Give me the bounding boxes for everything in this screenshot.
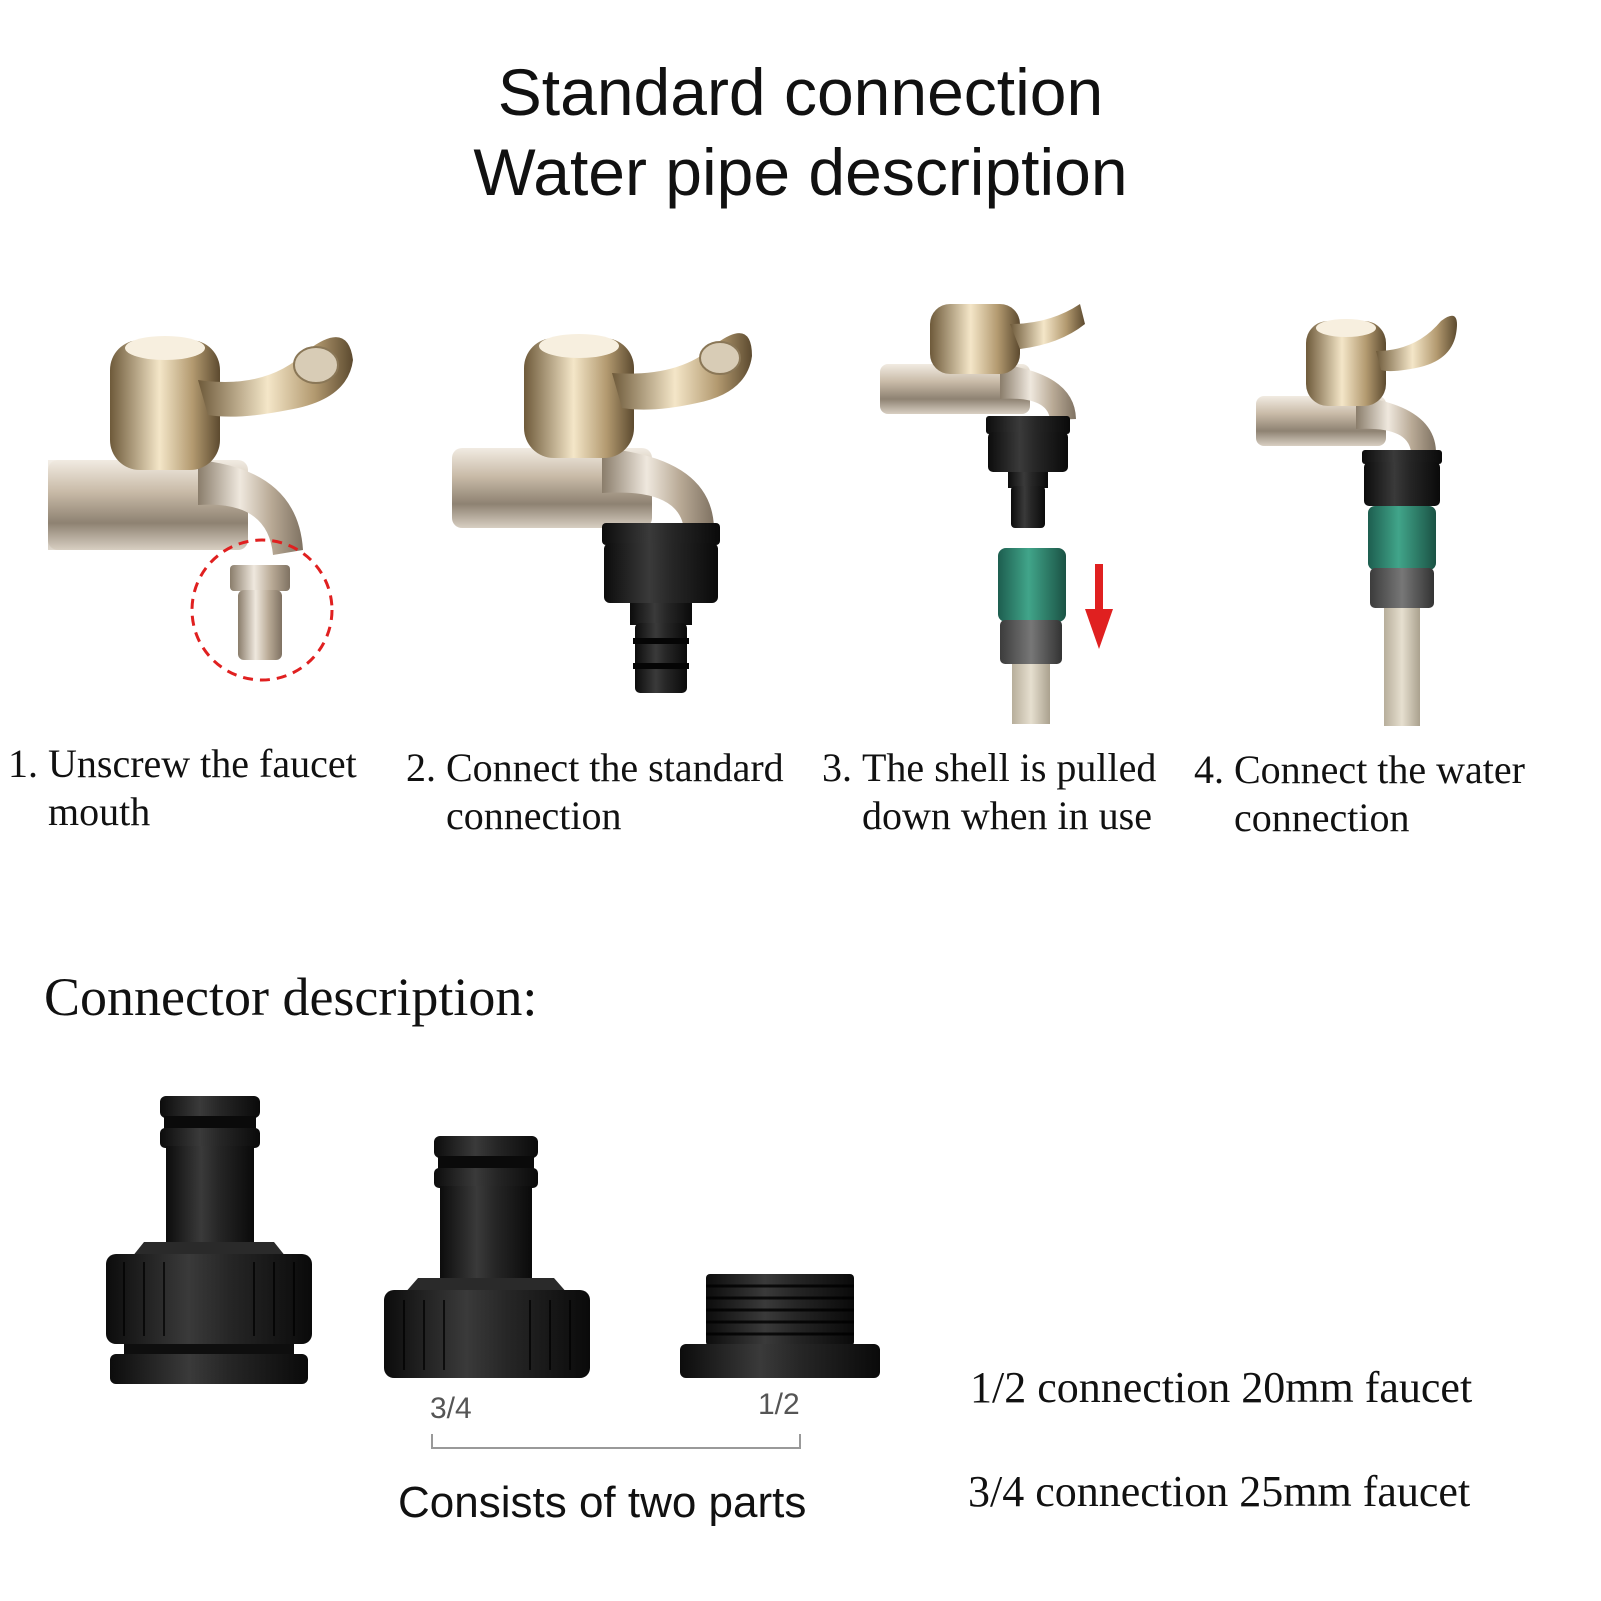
faucet-step-3-image — [880, 304, 1113, 724]
size-label-34: 3/4 — [430, 1392, 472, 1425]
step-2-caption: 2.Connect the standard connection — [406, 744, 816, 840]
step-3-number: 3. — [822, 745, 852, 790]
faucet-step-1-image — [48, 336, 353, 682]
step-1-line-2: mouth — [48, 789, 151, 834]
step-1-number: 1. — [8, 741, 38, 786]
step-3-line-2: down when in use — [862, 793, 1152, 838]
step-4-caption: 4.Connect the water connection — [1194, 746, 1594, 842]
step-1-line-1: Unscrew the faucet — [48, 741, 357, 786]
spec-34-connection: 3/4 connection 25mm faucet — [968, 1467, 1471, 1516]
step-3-caption: 3.The shell is pulled down when in use — [822, 744, 1202, 840]
step-3-line-1: The shell is pulled — [862, 745, 1157, 790]
faucet-step-4-image — [1256, 315, 1457, 726]
step-2-line-1: Connect the standard — [446, 745, 784, 790]
title-line-2: Water pipe description — [473, 135, 1128, 209]
connector-12-insert-image — [680, 1274, 880, 1378]
parts-caption: Consists of two parts — [398, 1478, 807, 1527]
size-label-12: 1/2 — [758, 1388, 800, 1421]
parts-bracket — [431, 1434, 801, 1449]
step-4-line-1: Connect the water — [1234, 747, 1525, 792]
step-4-number: 4. — [1194, 747, 1224, 792]
step-4-line-2: connection — [1234, 795, 1410, 840]
spec-12-connection: 1/2 connection 20mm faucet — [970, 1363, 1473, 1412]
step-1-caption: 1.Unscrew the faucet mouth — [8, 740, 408, 836]
title-line-1: Standard connection — [497, 55, 1104, 129]
step-2-number: 2. — [406, 745, 436, 790]
connector-section-title: Connector description: — [44, 967, 538, 1027]
connector-assembled-image — [106, 1096, 312, 1384]
step-2-line-2: connection — [446, 793, 622, 838]
faucet-step-2-image — [452, 333, 752, 693]
connector-34-image — [384, 1136, 590, 1378]
